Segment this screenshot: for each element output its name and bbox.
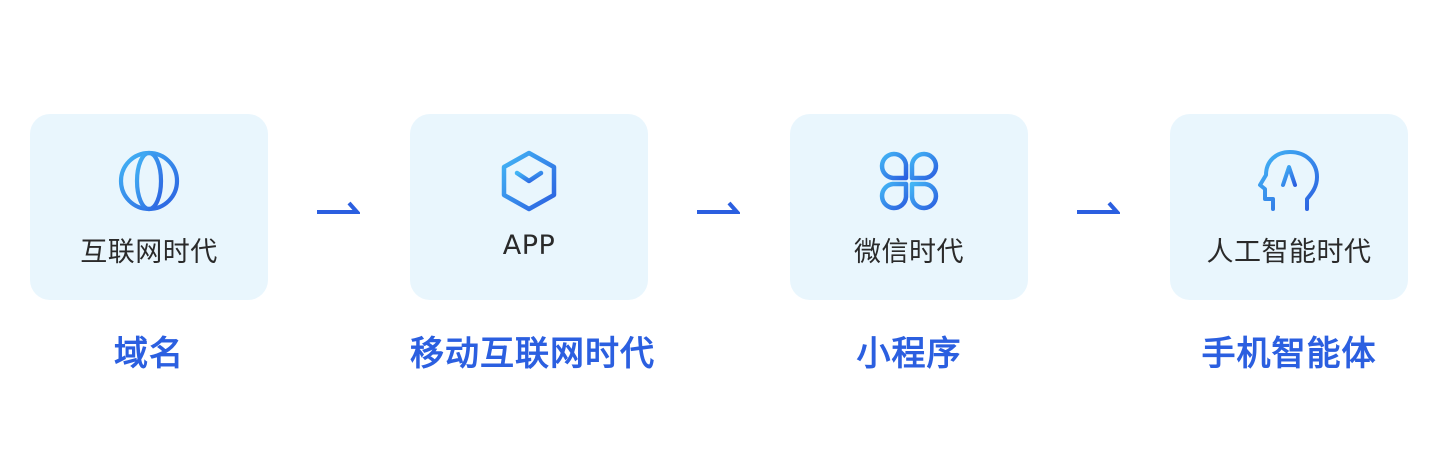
step-caption: 小程序 <box>856 334 962 374</box>
step-caption: 手机智能体 <box>1201 334 1377 374</box>
clover-icon <box>879 151 939 211</box>
step-card-label: APP <box>502 230 556 261</box>
step-caption: 移动互联网时代 <box>410 334 655 374</box>
step-card-wechat: 微信时代 <box>790 114 1028 300</box>
step-card-label: 微信时代 <box>854 237 964 268</box>
cube-icon <box>501 150 557 212</box>
step-caption: 域名 <box>114 334 184 374</box>
arrow-right-icon <box>697 201 740 214</box>
step-card-ai: 人工智能时代 <box>1170 114 1408 300</box>
step-card-label: 互联网时代 <box>80 237 218 268</box>
globe-icon <box>118 150 180 212</box>
step-card-internet: 互联网时代 <box>30 114 268 300</box>
step-card-app: APP <box>410 114 648 300</box>
arrow-right-icon <box>317 201 360 214</box>
ai-head-icon <box>1258 150 1319 211</box>
arrow-right-icon <box>1077 201 1120 214</box>
step-card-label: 人工智能时代 <box>1206 237 1372 268</box>
